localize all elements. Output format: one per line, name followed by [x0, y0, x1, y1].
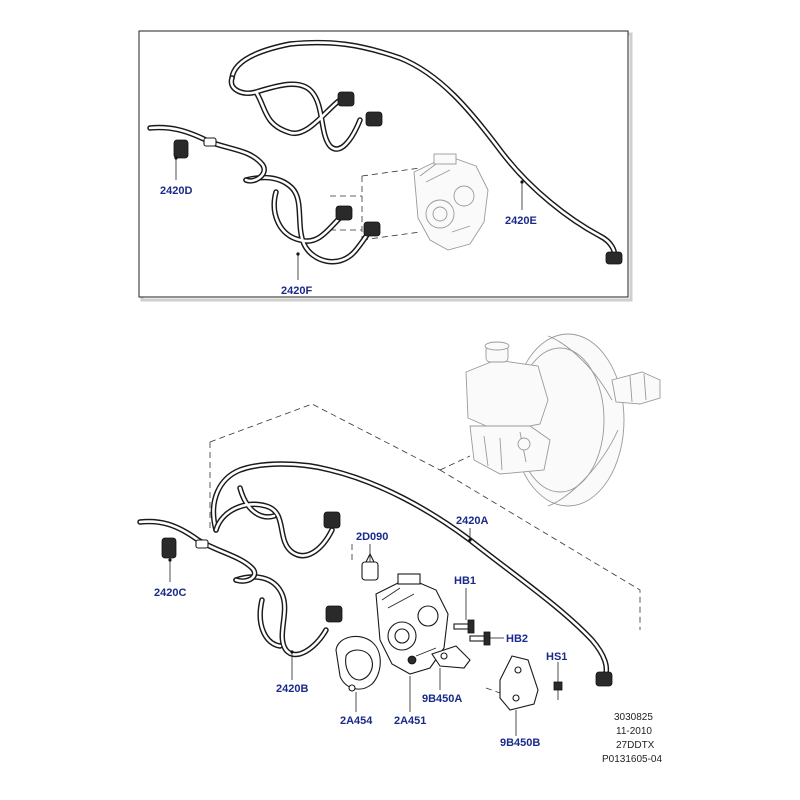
main-leaders: [168, 528, 559, 736]
callout-HB2: HB2: [506, 633, 528, 645]
brake-fluid-reservoir: [465, 341, 551, 475]
callout-2420B: 2420B: [276, 683, 308, 695]
callout-HB1: HB1: [454, 575, 476, 587]
callout-2420F: 2420F: [281, 285, 312, 297]
callout-2420C: 2420C: [154, 587, 186, 599]
ref-line-4: P0131605-04: [602, 754, 662, 765]
main-connectors: [161, 511, 343, 623]
callout-2420E: 2420E: [505, 215, 537, 227]
inset-hose-2420E: [229, 39, 618, 261]
hose-2420C: [137, 518, 258, 584]
screw-HS1: [553, 681, 563, 700]
inset-hose-2420D: [147, 124, 267, 184]
inset-vacuum-pump: [413, 153, 489, 251]
callout-9B450A: 9B450A: [422, 693, 462, 705]
inset-connector-right: [605, 251, 623, 265]
callout-HS1: HS1: [546, 651, 567, 663]
callout-9B450B: 9B450B: [500, 737, 540, 749]
bolt-HB2: [469, 631, 491, 646]
callout-2A451: 2A451: [394, 715, 426, 727]
hose-2420A: [210, 461, 610, 681]
callout-2420A: 2420A: [456, 515, 488, 527]
bolt-HB1: [453, 619, 475, 634]
inset-panel: [138, 30, 633, 302]
vacuum-pump-2A451: [375, 573, 449, 675]
inset-dashed-guides: [330, 167, 421, 241]
connector-2420A-end: [595, 671, 613, 687]
callout-2D090: 2D090: [356, 531, 388, 543]
inset-connectors: [173, 91, 383, 237]
gasket-2A454: [335, 635, 381, 692]
inset-hose-2420F: [228, 75, 375, 265]
ref-line-1: 3030825: [614, 712, 653, 723]
check-valve-2D090: [361, 552, 379, 581]
bracket-9B450B: [499, 655, 539, 711]
bracket-9B450A: [431, 645, 471, 669]
hose-2420B: [213, 485, 335, 658]
reference-block: 3030825 11-2010 27DDTX P0131605-04: [602, 712, 662, 765]
ref-line-2: 11-2010: [616, 726, 652, 737]
callout-2A454: 2A454: [340, 715, 373, 727]
ref-line-3: 27DDTX: [616, 740, 655, 751]
callout-2420D: 2420D: [160, 185, 192, 197]
